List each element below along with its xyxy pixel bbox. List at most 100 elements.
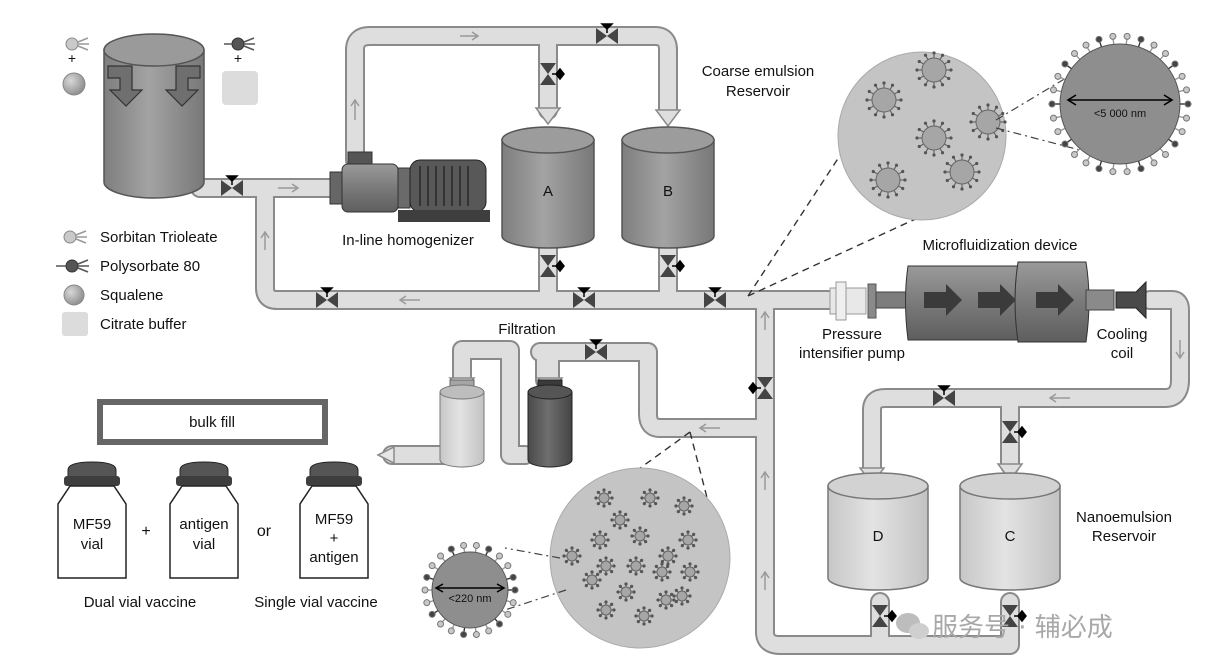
droplet-icon <box>658 546 678 566</box>
cooling-label-2: coil <box>1111 345 1134 362</box>
squalene-icon <box>63 284 85 306</box>
dual-vial-label: Dual vial vaccine <box>84 594 197 611</box>
wechat-icon <box>896 613 929 639</box>
droplet-icon <box>674 496 694 516</box>
in-line-homogenizer <box>329 151 490 222</box>
flow-arrows <box>260 31 1185 590</box>
tank-b-label: B <box>663 183 673 200</box>
valve-icon <box>748 377 773 399</box>
coarse-droplets <box>865 51 1007 199</box>
valve-icon <box>660 255 685 277</box>
ingredient-plus: + <box>68 50 76 66</box>
coarse-emulsion-zoom: <5 000 nm <box>747 32 1192 297</box>
citrate-buffer-icon <box>222 71 258 105</box>
valve-icon <box>540 63 565 85</box>
vial-antigen-line-2: vial <box>193 536 216 553</box>
droplet-icon <box>943 153 981 191</box>
sorbitan-trioleate-icon <box>65 37 89 51</box>
vial-mf59-line-1: MF59 <box>73 516 111 533</box>
vial-mf59: MF59 vial <box>57 461 127 579</box>
valve-icon <box>316 287 338 308</box>
bulk-fill-label: bulk fill <box>189 414 235 431</box>
droplet-icon <box>630 526 650 546</box>
vial-antigen: antigen vial <box>169 461 239 579</box>
nano-droplet-detail: <220 nm <box>421 541 519 639</box>
droplet-icon <box>652 562 672 582</box>
droplet-icon <box>596 556 616 576</box>
droplet-icon <box>678 530 698 550</box>
or-label: or <box>257 523 272 540</box>
cooling-coil <box>1115 280 1147 320</box>
pump-label-2: intensifier pump <box>799 345 905 362</box>
filter-dark <box>527 379 573 468</box>
polysorbate-80-icon <box>56 259 89 273</box>
microfluidization-label: Microfluidization device <box>922 237 1077 254</box>
inlet-arrow-icon <box>107 65 144 107</box>
valve-icon <box>596 23 618 44</box>
droplet-icon <box>582 570 602 590</box>
tank-b: B <box>621 126 715 249</box>
polysorbate-80-icon <box>224 37 255 51</box>
valve-icon <box>540 255 565 277</box>
legend-label: Citrate buffer <box>100 316 186 333</box>
droplet-icon <box>596 600 616 620</box>
droplet-icon <box>590 530 610 550</box>
valve-icon <box>872 605 897 627</box>
plus-sign: + <box>141 523 150 540</box>
droplet-icon <box>626 556 646 576</box>
vial-mf59-line-2: vial <box>81 536 104 553</box>
nanoemulsion-zoom: <220 nm <box>421 431 731 649</box>
legend-label: Polysorbate 80 <box>100 258 200 275</box>
vial-combined: MF59 + antigen <box>299 461 369 579</box>
nano-reservoir-label-1: Nanoemulsion <box>1076 509 1172 526</box>
nano-reservoir-label-2: Reservoir <box>1092 528 1156 545</box>
watermark-text: 服务号 · 辅必成 <box>932 613 1113 643</box>
inlet-arrow-icon <box>164 65 201 107</box>
valve-icon <box>1002 421 1027 443</box>
valve-icon <box>585 339 607 360</box>
ingredient-plus: + <box>234 50 242 66</box>
cooling-label-1: Cooling <box>1097 326 1148 343</box>
ingredient-icons: + + <box>62 37 258 105</box>
legend-label: Sorbitan Trioleate <box>100 229 218 246</box>
valve-icon <box>704 287 726 308</box>
coarse-size-label: <5 000 nm <box>1094 108 1146 120</box>
vial-combined-line-1: MF59 <box>315 511 353 528</box>
tank-c: C <box>959 472 1061 591</box>
valve-icon <box>1002 605 1027 627</box>
watermark: 服务号 · 辅必成 <box>896 613 1113 643</box>
vial-antigen-line-1: antigen <box>179 516 228 533</box>
droplet-icon <box>915 51 953 89</box>
filter-light <box>439 379 485 468</box>
homogenizer-label: In-line homogenizer <box>342 232 474 249</box>
droplet-icon <box>610 510 630 530</box>
tank-c-label: C <box>1005 528 1016 545</box>
legend-label: Squalene <box>100 287 163 304</box>
valve-icon <box>221 175 243 196</box>
droplet-icon <box>865 81 903 119</box>
tank-d: D <box>827 472 929 591</box>
valves <box>221 23 1027 627</box>
droplet-icon <box>672 586 692 606</box>
droplet-icon <box>969 103 1007 141</box>
droplet-icon <box>656 590 676 610</box>
nano-droplets <box>562 488 700 626</box>
tank-a-label: A <box>543 183 553 200</box>
droplet-icon <box>594 488 614 508</box>
droplet-icon <box>562 546 582 566</box>
droplet-icon <box>869 161 907 199</box>
vial-combined-line-2: + <box>330 530 339 547</box>
microfluidization-device <box>875 261 1115 343</box>
single-vial-label: Single vial vaccine <box>254 594 377 611</box>
valve-icon <box>933 385 955 406</box>
valve-icon <box>573 287 595 308</box>
vial-combined-line-3: antigen <box>309 549 358 566</box>
coarse-reservoir-label-2: Reservoir <box>726 83 790 100</box>
citrate-buffer-icon <box>62 312 88 336</box>
pressure-intensifier-pump <box>829 281 877 321</box>
pump-label-1: Pressure <box>822 326 882 343</box>
tank-a: A <box>501 126 595 249</box>
nano-size-label: <220 nm <box>448 593 491 605</box>
